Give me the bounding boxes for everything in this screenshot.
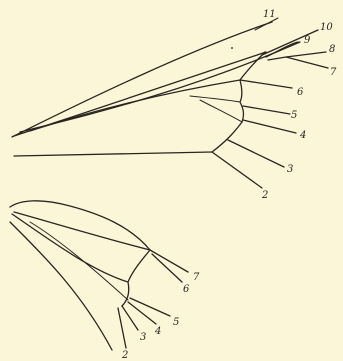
forewing-label-11: 11: [263, 9, 276, 20]
hindwing-vein-2: [118, 308, 126, 348]
forewing-label-6: 6: [297, 87, 304, 98]
forewing-cell-inner-fold-2: [200, 100, 242, 122]
hindwing-label-5: 5: [173, 317, 179, 328]
forewing-radius-lower: [30, 80, 240, 131]
hindwing-fold: [30, 222, 128, 300]
forewing-vein-8: [286, 52, 326, 57]
forewing-label-2: 2: [261, 190, 268, 201]
forewing-vein-7: [268, 57, 328, 68]
hindwing-label-7: 7: [193, 272, 200, 283]
forewing-vein-4: [243, 120, 296, 133]
forewing: 11 10 9 8 7 6 5 4 3 2: [12, 9, 337, 201]
hindwing: 7 6 5 4 3 2: [10, 201, 200, 361]
forewing-vein-9: [266, 42, 298, 57]
forewing-label-8: 8: [329, 44, 335, 55]
hindwing-inner-vein: [12, 214, 128, 282]
forewing-cell-inner-fold: [190, 96, 240, 102]
hindwing-cell-lower: [122, 250, 150, 306]
hindwing-label-4: 4: [154, 326, 161, 337]
forewing-label-9: 9: [304, 35, 311, 46]
forewing-inner-margin: [14, 152, 212, 156]
forewing-vein-3: [228, 140, 284, 167]
forewing-label-4: 4: [299, 130, 306, 141]
hindwing-vein-5: [130, 298, 170, 316]
hindwing-label-3: 3: [140, 332, 146, 343]
hindwing-vein-7: [150, 250, 188, 272]
hindwing-label-6: 6: [183, 284, 190, 295]
forewing-label-5: 5: [291, 110, 297, 121]
hindwing-vein-6: [152, 254, 182, 282]
hindwing-inner-margin: [10, 222, 112, 350]
forewing-vein-6: [240, 80, 292, 88]
hindwing-vein-3: [122, 306, 138, 330]
forewing-vein-2: [212, 152, 262, 188]
forewing-label-10: 10: [320, 22, 333, 33]
forewing-label-7: 7: [330, 67, 337, 78]
forewing-speck: [231, 47, 233, 49]
forewing-costa: [12, 22, 272, 137]
forewing-vein-5: [243, 106, 290, 114]
hindwing-label-2: 2: [121, 350, 128, 361]
forewing-label-3: 3: [287, 164, 293, 175]
